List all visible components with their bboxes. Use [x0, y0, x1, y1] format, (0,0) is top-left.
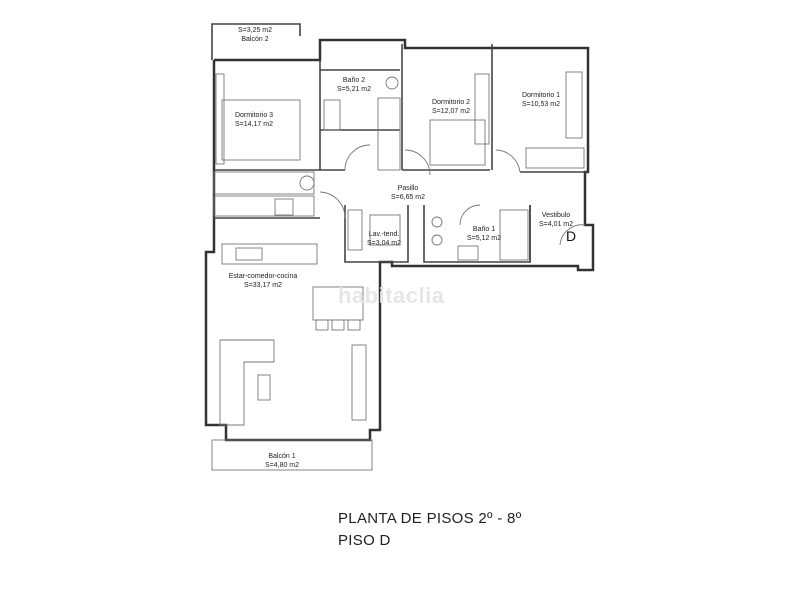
- room-label-pasillo: Pasillo S=6,65 m2: [391, 184, 425, 202]
- lav-sink: [347, 209, 363, 251]
- door-swing-4: [319, 191, 346, 219]
- door-swing-6: [559, 224, 586, 246]
- door-swing-3: [495, 149, 521, 173]
- coffee-table: [257, 374, 271, 401]
- watermark: habitaclia: [338, 283, 445, 308]
- room-area: S=6,65 m2: [390, 194, 426, 201]
- wardrobe-d1: [565, 71, 583, 139]
- bed-d2: [429, 119, 486, 166]
- caption-line1: PLANTA DE PISOS 2º - 8º: [338, 510, 522, 527]
- sink-b2: [323, 99, 341, 131]
- kitchen-island: [221, 243, 318, 265]
- room-area: S=12,07 m2: [432, 108, 470, 115]
- caption-line2: PISO D: [338, 532, 391, 549]
- wall-lav: [344, 205, 409, 263]
- door-swing-1: [344, 144, 371, 171]
- room-area: S=3,04 m2: [366, 240, 402, 247]
- room-area: S=33,17 m2: [244, 282, 282, 289]
- door-swing-5: [459, 204, 481, 226]
- interior-walls: [211, 23, 588, 263]
- bed-d1: [525, 147, 585, 169]
- chair-1: [315, 319, 329, 331]
- room-label-bano1: Baño 1 S=5,12 m2: [467, 225, 501, 243]
- hob: [274, 198, 294, 216]
- wardrobe-d3: [215, 73, 225, 165]
- room-label-dormitorio1: Dormitorio 1 S=10,53 m2: [522, 91, 560, 109]
- room-area: S=3,25 m2: [237, 27, 273, 34]
- room-name: Balcón 2: [241, 36, 269, 43]
- wardrobe-d2: [474, 73, 490, 145]
- room-label-balcon2: S=3,25 m2 Balcón 2: [238, 26, 272, 44]
- room-label-balcon1: Balcón 1 S=4,80 m2: [265, 452, 299, 470]
- sink-b1: [457, 245, 479, 261]
- room-name: Baño 2: [342, 77, 366, 84]
- room-area: S=10,53 m2: [522, 101, 560, 108]
- room-label-vestibulo: Vestibulo S=4,01 m2: [539, 211, 573, 229]
- bathtub-b2: [377, 97, 401, 171]
- room-label-lavadero: Lav.-tend. S=3,04 m2: [367, 230, 401, 248]
- room-name: Dormitorio 2: [431, 99, 471, 106]
- kitchen-counter-low: [213, 195, 315, 217]
- unit-tag: D: [566, 228, 577, 244]
- toilet-b2: [385, 76, 399, 90]
- washer: [369, 214, 401, 246]
- tv-unit: [351, 344, 367, 421]
- grid-walls: [211, 440, 372, 471]
- balcon2-wall: [211, 23, 301, 60]
- room-area: S=5,12 m2: [466, 235, 502, 242]
- room-name: Baño 1: [472, 226, 496, 233]
- chair-2: [331, 319, 345, 331]
- room-area: S=14,17 m2: [235, 121, 273, 128]
- door-swing-2: [404, 149, 431, 176]
- room-name: Vestibulo: [541, 212, 571, 219]
- room-name: Lav.-tend.: [368, 231, 400, 238]
- room-name: Dormitorio 1: [521, 92, 561, 99]
- room-area: S=4,80 m2: [264, 462, 300, 469]
- room-label-dormitorio3: Dormitorio 3 S=14,17 m2: [235, 111, 273, 129]
- room-area: S=5,21 m2: [336, 86, 372, 93]
- room-label-estar: Estar-comedor-cocina S=33,17 m2: [229, 272, 297, 290]
- bidet-b1: [431, 234, 443, 246]
- oven: [299, 175, 315, 191]
- room-name: Estar-comedor-cocina: [228, 273, 298, 280]
- bed-d3: [221, 99, 301, 161]
- kitchen-counter-top: [213, 171, 315, 195]
- chair-3: [347, 319, 361, 331]
- shower-b1: [499, 209, 529, 261]
- room-area: S=4,01 m2: [538, 221, 574, 228]
- kitchen-sink: [235, 247, 263, 261]
- room-name: Pasillo: [397, 185, 419, 192]
- room-label-bano2: Baño 2 S=5,21 m2: [337, 76, 371, 94]
- room-label-dormitorio2: Dormitorio 2 S=12,07 m2: [432, 98, 470, 116]
- sofa: [219, 339, 275, 426]
- room-name: Balcón 1: [268, 453, 296, 460]
- furniture: [211, 71, 586, 471]
- toilet-b1: [431, 216, 443, 228]
- room-name: Dormitorio 3: [234, 112, 274, 119]
